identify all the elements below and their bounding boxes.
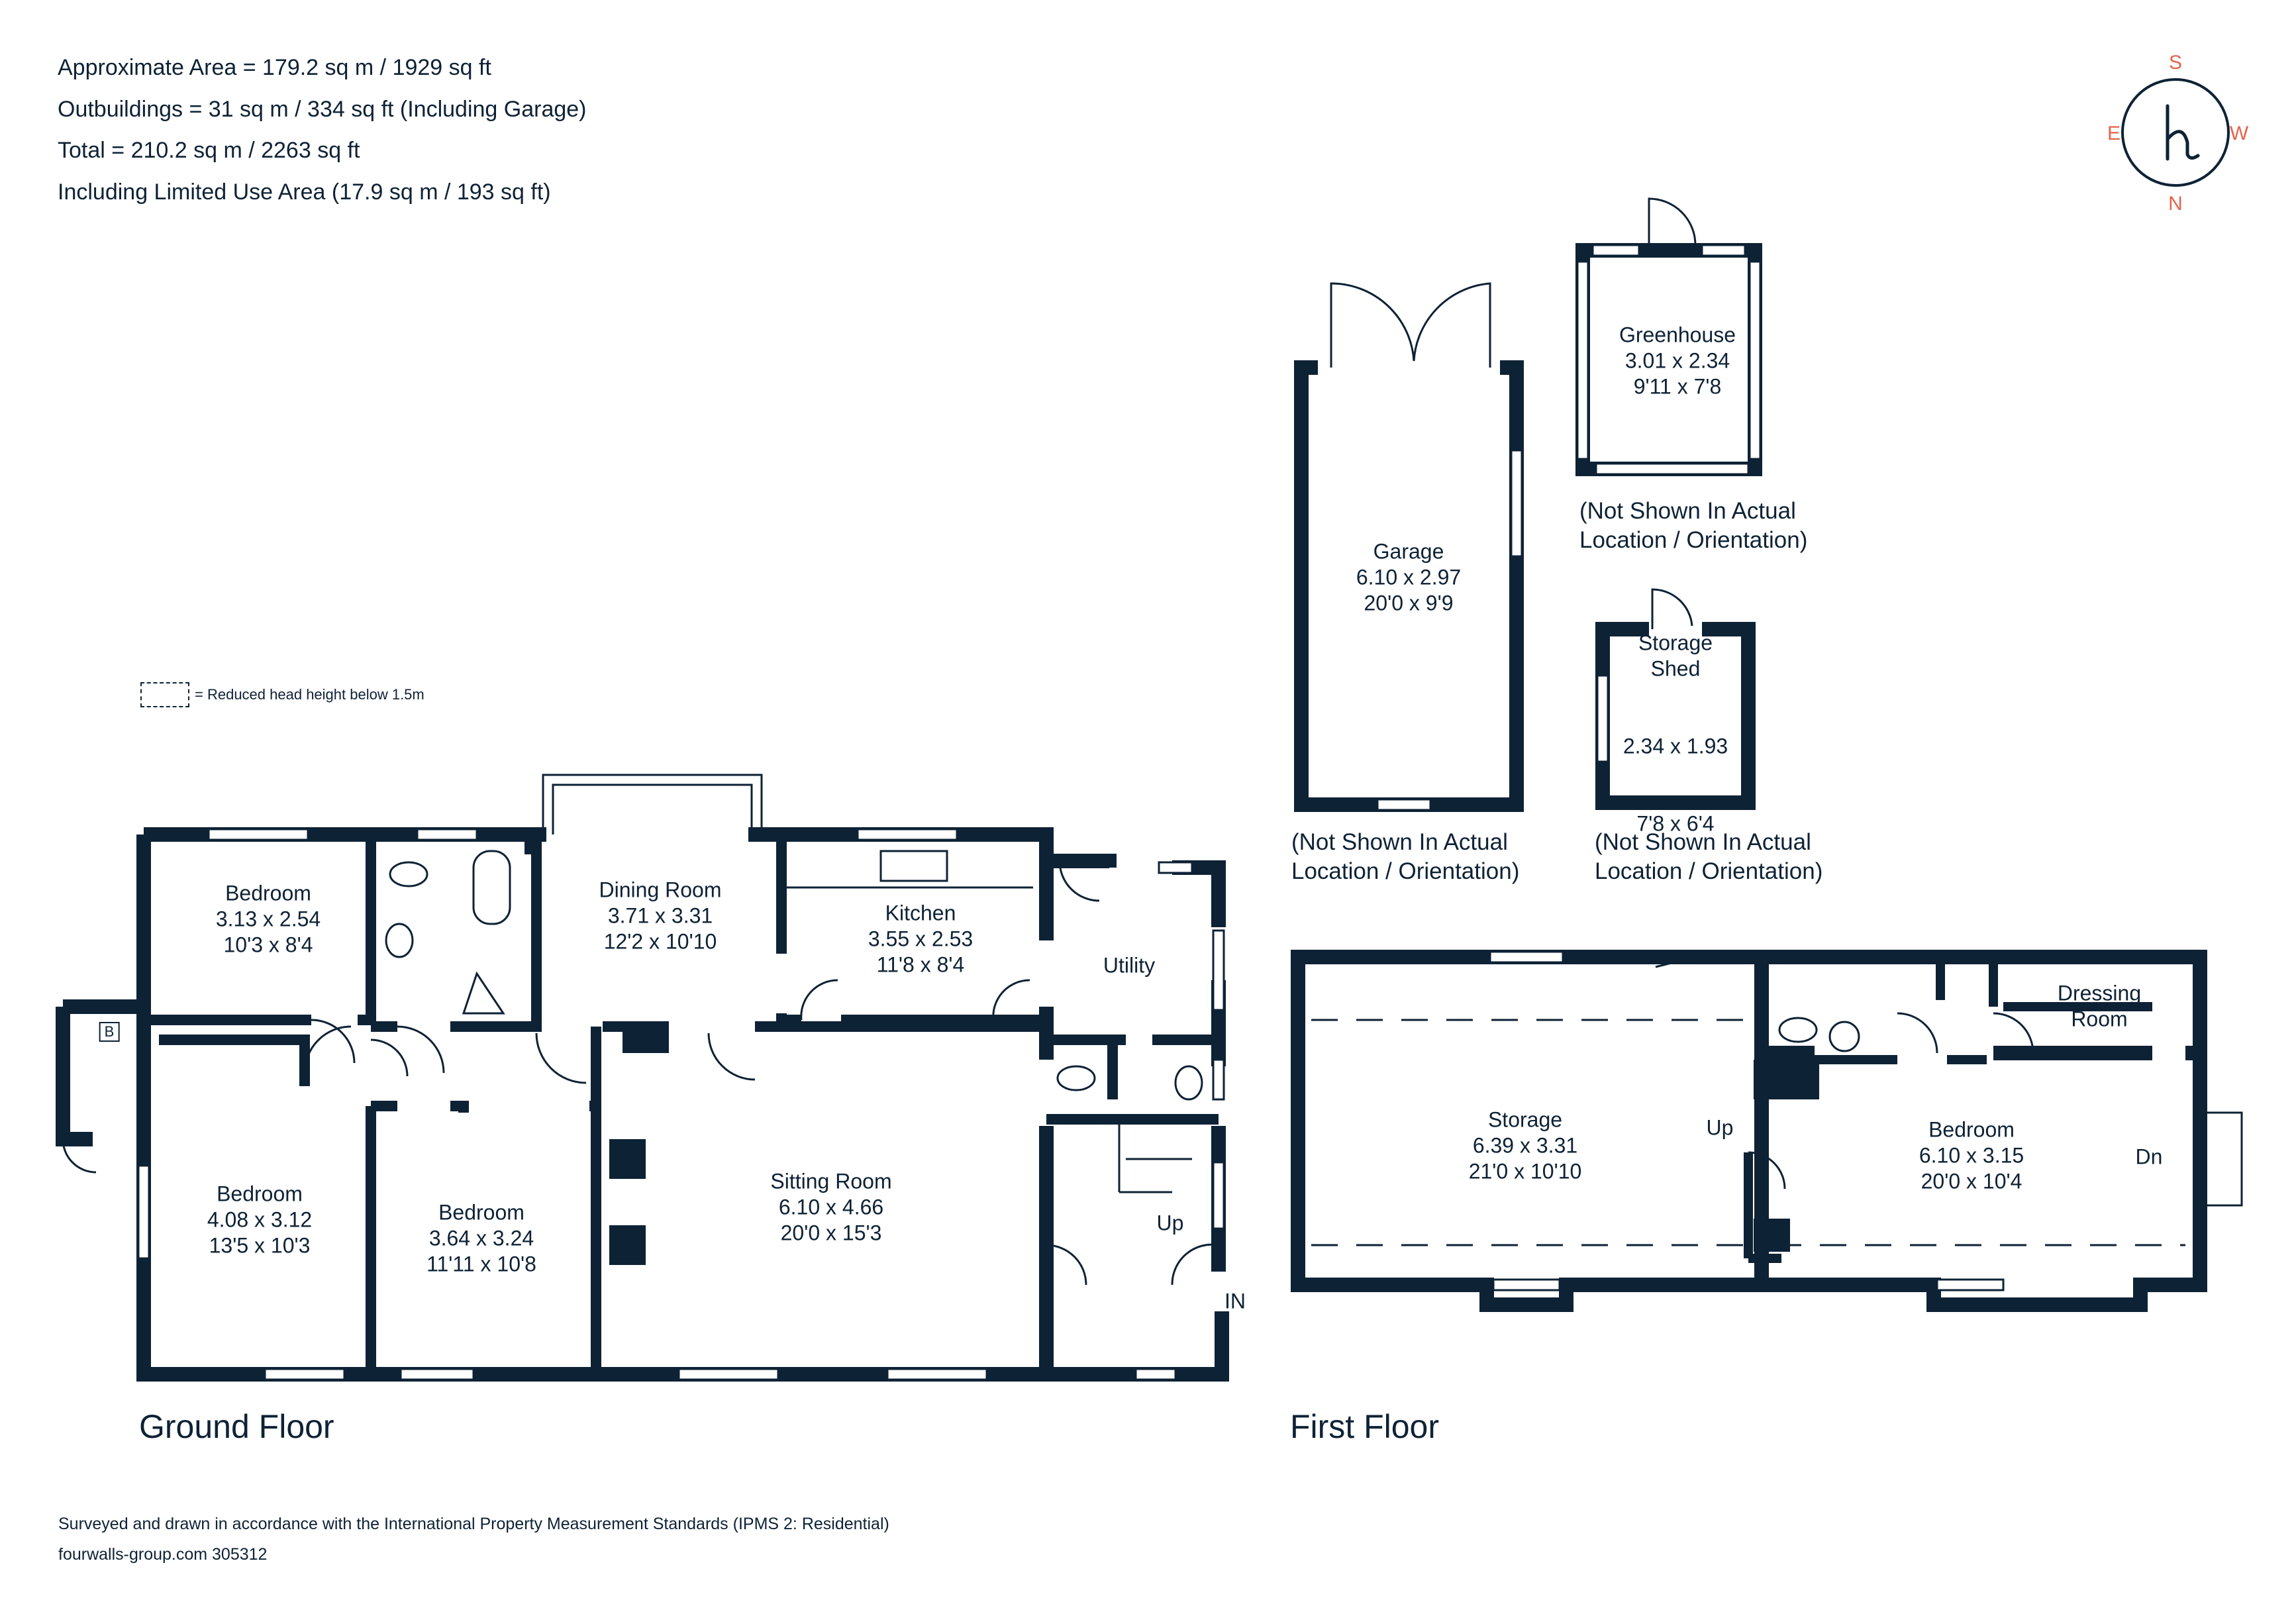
area-line-approximate: Approximate Area = 179.2 sq m / 1929 sq … [58,55,491,80]
room-label-dining-room: Dining Room 3.71 x 3.31 12'2 x 10'10 [599,878,722,954]
room-label-dressing-room: Dressing Room [2057,981,2142,1031]
legend-dashed-box-icon [140,682,189,707]
room-label-utility: Utility [1103,953,1156,978]
first-floor-chimney-icon [1754,1060,1813,1252]
fireplace-icon [609,1027,669,1265]
storage-shed-walls [1595,622,1756,810]
stairs-up-tag-ground: Up [1156,1211,1184,1235]
room-label-garage: Garage 6.10 x 2.97 20'0 x 9'9 [1356,539,1462,615]
room-label-sitting-room: Sitting Room 6.10 x 4.66 20'0 x 15'3 [770,1169,892,1245]
storage-shed-doors [1596,588,1693,763]
storage-shed-location-note: (Not Shown In Actual Location / Orientat… [1595,829,1823,884]
boiler-tag: B [99,1022,120,1042]
first-floor-reduced-height-lines [1311,1019,2185,1246]
legend: = Reduced head height below 1.5m [140,682,424,707]
room-label-bedroom-1: Bedroom 3.13 x 2.54 10'3 x 8'4 [215,881,321,957]
room-label-storage: Storage 6.39 x 3.31 21'0 x 10'10 [1468,1107,1582,1184]
ground-floor-windows [137,774,1225,1381]
stairs-down-tag: Dn [2135,1144,2163,1169]
footer-standard: Surveyed and drawn in accordance with th… [58,1515,889,1533]
greenhouse-location-note: (Not Shown In Actual Location / Orientat… [1579,498,1808,553]
room-label-bedroom-3: Bedroom 3.64 x 3.24 11'11 x 10'8 [426,1200,536,1276]
room-label-kitchen: Kitchen 3.55 x 2.53 11'8 x 8'4 [868,901,973,977]
room-label-bedroom-first-floor: Bedroom 6.10 x 3.15 20'0 x 10'4 [1919,1117,2024,1193]
room-label-bedroom-2: Bedroom 4.08 x 3.12 13'5 x 10'3 [207,1182,313,1258]
garage-doors-and-windows [1330,282,1523,811]
compass: S N E W [2107,43,2248,222]
ground-floor-walls [56,827,1229,1382]
area-line-limited-use: Including Limited Use Area (17.9 sq m / … [58,179,551,205]
ground-floor-title: Ground Floor [139,1408,334,1445]
legend-label: = Reduced head height below 1.5m [195,686,424,703]
compass-east-label: E [2107,123,2121,144]
greenhouse-glazing [1576,197,1762,476]
garage-location-note: (Not Shown In Actual Location / Orientat… [1291,829,1520,884]
compass-west-label: W [2229,123,2249,144]
compass-north-label: N [2168,193,2183,215]
compass-south-label: S [2168,52,2183,74]
room-label-greenhouse: Greenhouse 3.01 x 2.34 9'11 x 7'8 [1619,323,1736,399]
compass-ring-icon [2121,78,2230,187]
room-label-storage-shed: Storage Shed 2.34 x 1.93 7'8 x 6'4 [1622,631,1728,836]
area-line-total: Total = 210.2 sq m / 2263 sq ft [58,138,360,163]
stairs-up-tag-first: Up [1706,1115,1734,1140]
area-line-outbuildings: Outbuildings = 31 sq m / 334 sq ft (Incl… [58,97,587,122]
first-floor-fixtures [1489,950,2243,1291]
ground-floor-fixtures [62,850,1219,1286]
footer-reference: fourwalls-group.com 305312 [58,1545,268,1564]
entrance-tag: IN [1224,1289,1246,1313]
first-floor-title: First Floor [1290,1408,1439,1445]
